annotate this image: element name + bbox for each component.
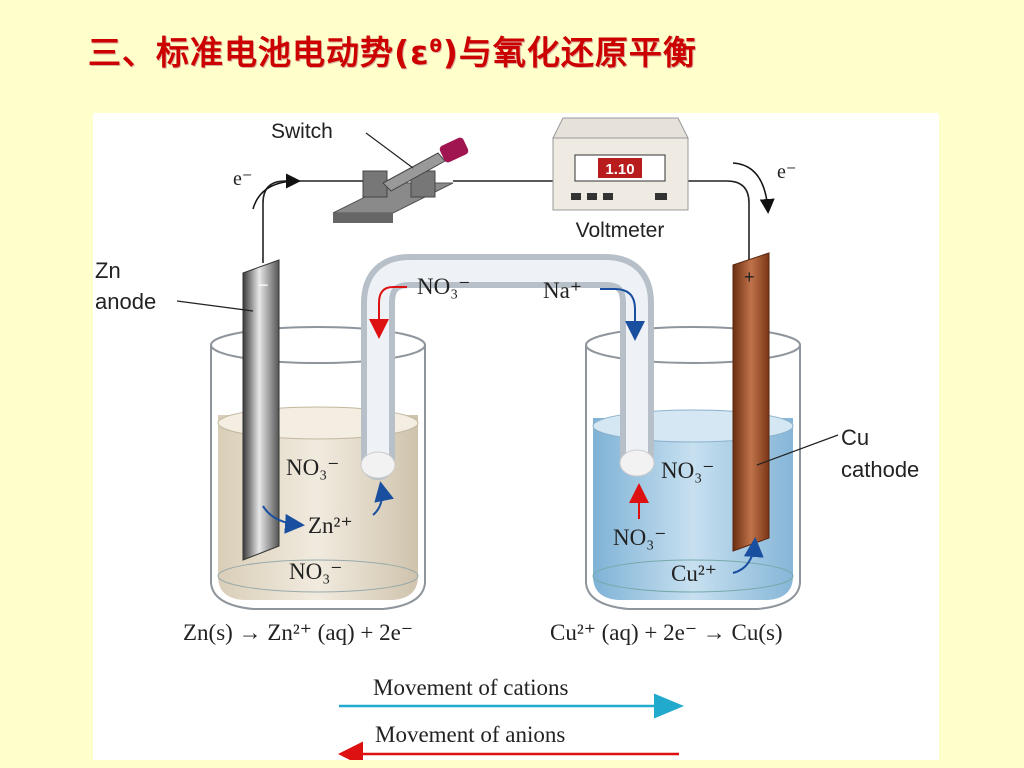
voltmeter-label: Voltmeter [576, 219, 665, 242]
right-ion-nitrate-top: NO₃⁻ [661, 458, 714, 483]
bridge-cation-arrow [600, 288, 645, 341]
left-zinc-arrow [262, 505, 305, 534]
anion-movement-label: Movement of anions [375, 722, 565, 747]
switch [332, 137, 469, 223]
right-ion-nitrate-mid: NO₃⁻ [613, 525, 666, 550]
switch-pointer [365, 132, 414, 169]
circuit-wire-left [262, 180, 373, 263]
right-ion-copper: Cu²⁺ [671, 561, 717, 586]
bridge-anion-arrow [369, 286, 407, 339]
anode-reaction: Zn(s) → Zn²⁺ (aq) + 2e⁻ [183, 620, 413, 645]
copper-electrode [732, 252, 770, 552]
electron-arrow-left [252, 173, 301, 210]
electron-label-right: e⁻ [777, 161, 796, 183]
left-nitrate-arrow [372, 481, 394, 516]
cathode-pointer [756, 434, 839, 466]
right-copper-arrow [732, 537, 764, 574]
salt-bridge-plug-left [360, 451, 396, 479]
anode-label-zn: Zn [95, 258, 121, 283]
left-ion-nitrate-bottom: NO₃⁻ [289, 559, 342, 584]
galvanic-cell-figure: e⁻ e⁻ Switch 1.10 Voltmeter [93, 113, 939, 760]
anode-pointer [176, 300, 254, 312]
bridge-anion-label: NO₃⁻ [417, 274, 470, 299]
salt-bridge-plug-right [619, 449, 655, 477]
cathode-label-cathode: cathode [841, 457, 919, 482]
anode-sign: − [258, 275, 269, 295]
slide-title: 三、标准电池电动势(εθ)与氧化还原平衡 [88, 33, 697, 72]
left-ion-nitrate-top: NO₃⁻ [286, 455, 339, 480]
bridge-cation-label: Na⁺ [543, 278, 582, 303]
circuit-wire-right [687, 180, 750, 263]
cation-movement-label: Movement of cations [373, 675, 569, 700]
electron-arrow-right [732, 162, 775, 214]
electron-label-left: e⁻ [233, 168, 252, 190]
galvanic-cell-diagram: e⁻ e⁻ Switch 1.10 Voltmeter [95, 117, 919, 760]
voltmeter [552, 117, 689, 211]
zinc-electrode [242, 259, 280, 561]
anode-label-anode: anode [95, 289, 156, 314]
cathode-sign: + [744, 267, 755, 287]
cathode-reaction: Cu²⁺ (aq) + 2e⁻ → Cu(s) [550, 620, 783, 645]
cathode-label-cu: Cu [841, 425, 869, 450]
voltmeter-reading: 1.10 [605, 161, 634, 178]
left-ion-zinc: Zn²⁺ [308, 513, 353, 538]
switch-label: Switch [271, 120, 333, 143]
